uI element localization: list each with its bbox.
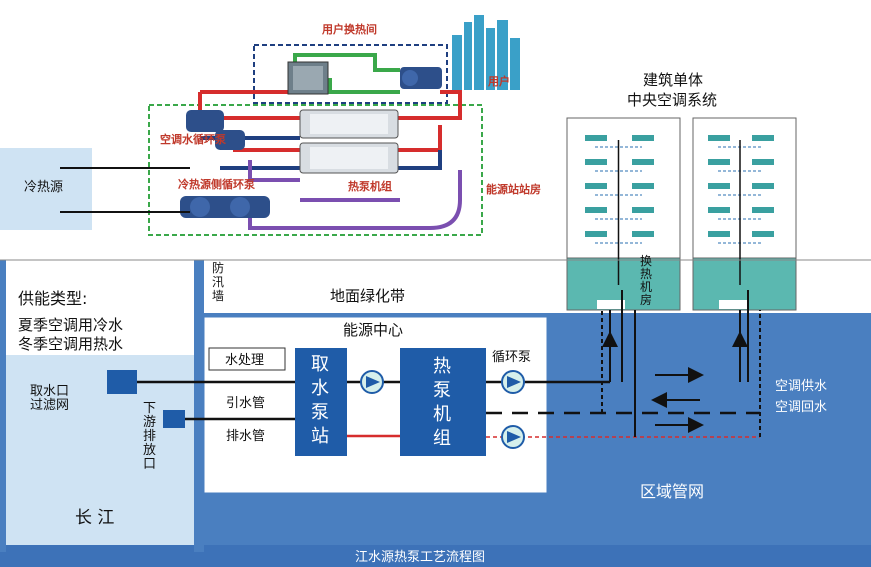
fan-coil-unit bbox=[632, 231, 654, 237]
fan-coil-unit bbox=[632, 159, 654, 165]
circ-pump-arrow-2 bbox=[507, 431, 521, 443]
heat-pump-unit-lower-icon bbox=[299, 142, 399, 174]
green-belt-label: 地面绿化带 bbox=[330, 287, 405, 305]
energy-station-label: 能源站站房 bbox=[486, 182, 541, 196]
supply-line1: 夏季空调用冷水 bbox=[18, 316, 123, 334]
outfall-icon bbox=[163, 410, 185, 428]
fan-coil-unit bbox=[585, 231, 607, 237]
fan-coil-unit bbox=[708, 183, 730, 189]
fan-coil-unit bbox=[752, 159, 774, 165]
drain-pipe-label: 排水管 bbox=[226, 429, 265, 444]
fan-coil-unit bbox=[752, 183, 774, 189]
circ-pump-label: 循环泵 bbox=[492, 350, 531, 365]
water-treatment-label: 水处理 bbox=[225, 353, 264, 368]
energy-center-title: 能源中心 bbox=[343, 321, 403, 339]
cold-pump-label: 冷热源侧循环泵 bbox=[178, 177, 255, 191]
footer-title: 江水源热泵工艺流程图 bbox=[355, 550, 485, 565]
ac-pump-label: 空调水循环泵 bbox=[160, 132, 226, 146]
intake-pipe-label: 引水管 bbox=[226, 396, 265, 411]
river-name: 长 江 bbox=[75, 508, 114, 528]
building-units bbox=[585, 135, 774, 285]
fan-coil-unit bbox=[585, 159, 607, 165]
cold-source-label: 冷热源 bbox=[24, 180, 63, 195]
supply-title: 供能类型: bbox=[18, 289, 87, 308]
energy-center-box bbox=[201, 314, 550, 496]
cold-source-panel bbox=[0, 148, 92, 230]
circ-pump-arrow-1 bbox=[507, 376, 521, 388]
fan-coil-unit bbox=[632, 135, 654, 141]
energy-station-box bbox=[148, 104, 483, 236]
left-wall-bar bbox=[0, 260, 6, 552]
river-light bbox=[0, 355, 200, 550]
fan-coil-unit bbox=[752, 135, 774, 141]
water-treatment-box bbox=[208, 347, 286, 371]
intake-station-label: 取水泵站 bbox=[311, 354, 329, 447]
fan-coil-unit bbox=[752, 207, 774, 213]
user-station-box bbox=[253, 44, 448, 104]
heat-pump-unit-label: 热泵机组 bbox=[348, 179, 392, 193]
flood-wall-label: 防汛墙 bbox=[212, 260, 224, 303]
fan-coil-unit bbox=[708, 135, 730, 141]
fan-coil-unit bbox=[585, 207, 607, 213]
river-left-water bbox=[0, 545, 871, 567]
user-station-label: 用户换热间 bbox=[322, 22, 377, 36]
fan-coil-unit bbox=[632, 207, 654, 213]
district-network-label: 区域管网 bbox=[640, 482, 704, 501]
fan-coil-unit bbox=[708, 231, 730, 237]
user-label: 用户 bbox=[488, 74, 510, 88]
building-title-1: 建筑单体 bbox=[643, 71, 703, 89]
flood-wall-bar bbox=[194, 260, 204, 552]
flow-arrows bbox=[602, 331, 748, 433]
outfall-label: 下游排放口 bbox=[143, 401, 156, 472]
heat-pump-label: 热泵机组 bbox=[433, 356, 451, 449]
heat-pump-box bbox=[400, 348, 486, 456]
intake-station-box bbox=[295, 348, 347, 456]
heat-pump-unit-upper-icon bbox=[299, 109, 399, 139]
building-1 bbox=[566, 117, 681, 311]
fan-coil-unit bbox=[632, 183, 654, 189]
fan-coil-unit bbox=[708, 159, 730, 165]
riser-lines bbox=[601, 290, 761, 437]
cold-pump-icon bbox=[180, 196, 270, 218]
hx-room-label: 换热机房 bbox=[640, 254, 652, 307]
intake-filter-icon bbox=[107, 370, 137, 394]
pump-arrow-1 bbox=[366, 376, 380, 388]
city-skyline-icon bbox=[452, 15, 520, 90]
supply-line2: 冬季空调用热水 bbox=[18, 335, 123, 353]
building-title-2: 中央空调系统 bbox=[627, 91, 717, 109]
user-pump-icon bbox=[400, 67, 442, 89]
network-return-label: 空调回水 bbox=[775, 400, 827, 415]
fan-coil-unit bbox=[585, 183, 607, 189]
intake-filter-label: 取水口过滤网 bbox=[30, 384, 69, 413]
network-supply-label: 空调供水 bbox=[775, 379, 827, 394]
ac-pump-icon bbox=[186, 110, 245, 150]
fan-coil-unit bbox=[708, 207, 730, 213]
fan-coil-unit bbox=[585, 135, 607, 141]
fan-coil-unit bbox=[752, 231, 774, 237]
heat-exchanger-icon bbox=[287, 61, 329, 95]
